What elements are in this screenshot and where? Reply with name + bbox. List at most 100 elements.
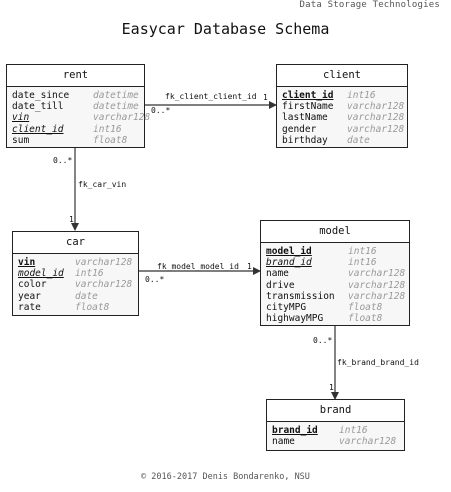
- field-row: lastName varchar128: [282, 112, 407, 123]
- relation-many-rent-client: 0..*: [151, 106, 171, 115]
- field-type: datetime: [93, 101, 139, 113]
- field-row: vin varchar128: [18, 257, 138, 268]
- field-row: sum float8: [12, 135, 144, 146]
- relation-one-rent-client: 1: [263, 93, 268, 102]
- field-row: transmission varchar128: [266, 291, 409, 302]
- field-type: varchar128: [75, 257, 133, 268]
- table-header: rent: [7, 65, 144, 87]
- field-type: varchar128: [348, 268, 406, 280]
- field-name: transmission: [266, 290, 335, 302]
- field-row: client_id int16: [282, 90, 407, 101]
- field-type: varchar128: [348, 279, 406, 291]
- field-name: birthday: [282, 134, 328, 146]
- field-name: client_id: [282, 90, 334, 101]
- field-row: brand_id int16: [266, 257, 409, 268]
- field-row: model_id int16: [18, 268, 138, 279]
- field-name: date_till: [12, 101, 64, 113]
- field-name: firstName: [282, 101, 334, 113]
- field-name: lastName: [282, 112, 328, 124]
- field-name: vin: [18, 257, 36, 268]
- field-type: varchar128: [75, 279, 133, 291]
- table-header: model: [261, 221, 409, 243]
- field-type: date: [347, 134, 370, 146]
- field-row: birthday date: [282, 135, 407, 146]
- field-name: brand_id: [272, 425, 318, 436]
- relation-many-car-model: 0..*: [145, 275, 165, 284]
- relation-name-car-model: fk_model_model_id: [157, 262, 239, 271]
- field-name: brand_id: [266, 257, 312, 269]
- field-name: vin: [12, 112, 30, 124]
- field-type: float8: [93, 134, 128, 146]
- field-type: int16: [348, 246, 377, 257]
- field-row: date_since datetime: [12, 90, 144, 101]
- field-row: firstName varchar128: [282, 101, 407, 112]
- relation-name-model-brand: fk_brand_brand_id: [337, 358, 419, 367]
- field-row: cityMPG float8: [266, 302, 409, 313]
- table-header: client: [277, 65, 407, 87]
- diagram-title: Easycar Database Schema: [121, 20, 330, 38]
- table-header: brand: [267, 400, 404, 422]
- field-name: color: [18, 279, 47, 291]
- table-car[interactable]: car vin varchar128 model_id int16 color varch…: [12, 231, 139, 316]
- field-name: name: [266, 268, 289, 280]
- field-name: model_id: [18, 268, 64, 280]
- relation-many-rent-car: 0..*: [53, 156, 73, 165]
- table-brand[interactable]: brand brand_id int16 name varchar128: [266, 399, 405, 451]
- field-name: gender: [282, 123, 317, 135]
- field-type: varchar128: [347, 112, 405, 124]
- field-row: brand_id int16: [272, 425, 404, 436]
- field-row: drive varchar128: [266, 280, 409, 291]
- field-type: int16: [75, 268, 104, 280]
- relation-one-model-brand: 1: [329, 383, 334, 392]
- field-name: highwayMPG: [266, 313, 324, 325]
- field-name: drive: [266, 279, 295, 291]
- field-row: color varchar128: [18, 279, 138, 290]
- field-row: client_id int16: [12, 124, 144, 135]
- field-name: client_id: [12, 123, 64, 135]
- course-label: Data Storage Technologies: [299, 0, 440, 10]
- field-type: varchar128: [339, 436, 397, 448]
- field-name: date_since: [12, 90, 70, 101]
- field-type: date: [75, 290, 98, 302]
- field-name: cityMPG: [266, 301, 307, 313]
- table-rent[interactable]: rent date_since datetime date_till datetime…: [6, 64, 150, 148]
- field-type: varchar128: [347, 101, 405, 113]
- field-type: int16: [93, 123, 122, 135]
- field-row: highwayMPG float8: [266, 313, 409, 324]
- field-name: rate: [18, 301, 41, 313]
- field-row: name varchar128: [266, 268, 409, 279]
- field-row: vin varchar128: [12, 112, 150, 124]
- table-client[interactable]: client client_id int16 firstName varchar128…: [276, 64, 408, 148]
- field-type: varchar128: [93, 112, 151, 124]
- field-list: date_since datetime date_till datetime vin va…: [7, 87, 150, 146]
- field-type: float8: [348, 313, 383, 325]
- relation-many-model-brand: 0..*: [313, 336, 333, 345]
- field-name: name: [272, 436, 295, 448]
- field-type: varchar128: [347, 123, 405, 135]
- field-type: int16: [339, 425, 368, 436]
- field-row: year date: [18, 291, 138, 302]
- relation-one-rent-car: 1: [69, 215, 74, 224]
- relation-name-rent-client: fk_client_client_id: [165, 92, 257, 101]
- field-list: vin varchar128 model_id int16 color varchar12…: [13, 254, 138, 313]
- field-type: float8: [348, 301, 383, 313]
- field-row: gender varchar128: [282, 124, 407, 135]
- table-header: car: [13, 232, 138, 254]
- field-type: int16: [348, 257, 377, 269]
- field-name: year: [18, 290, 41, 302]
- field-type: varchar128: [348, 290, 406, 302]
- field-type: int16: [347, 90, 376, 101]
- relation-one-car-model: 1: [247, 262, 252, 271]
- field-name: sum: [12, 134, 30, 146]
- field-row: name varchar128: [272, 436, 404, 447]
- field-row: date_till datetime: [12, 101, 144, 112]
- copyright-footer: © 2016-2017 Denis Bondarenko, NSU: [141, 472, 310, 482]
- field-list: brand_id int16 name varchar128: [267, 422, 404, 447]
- field-type: datetime: [93, 90, 139, 101]
